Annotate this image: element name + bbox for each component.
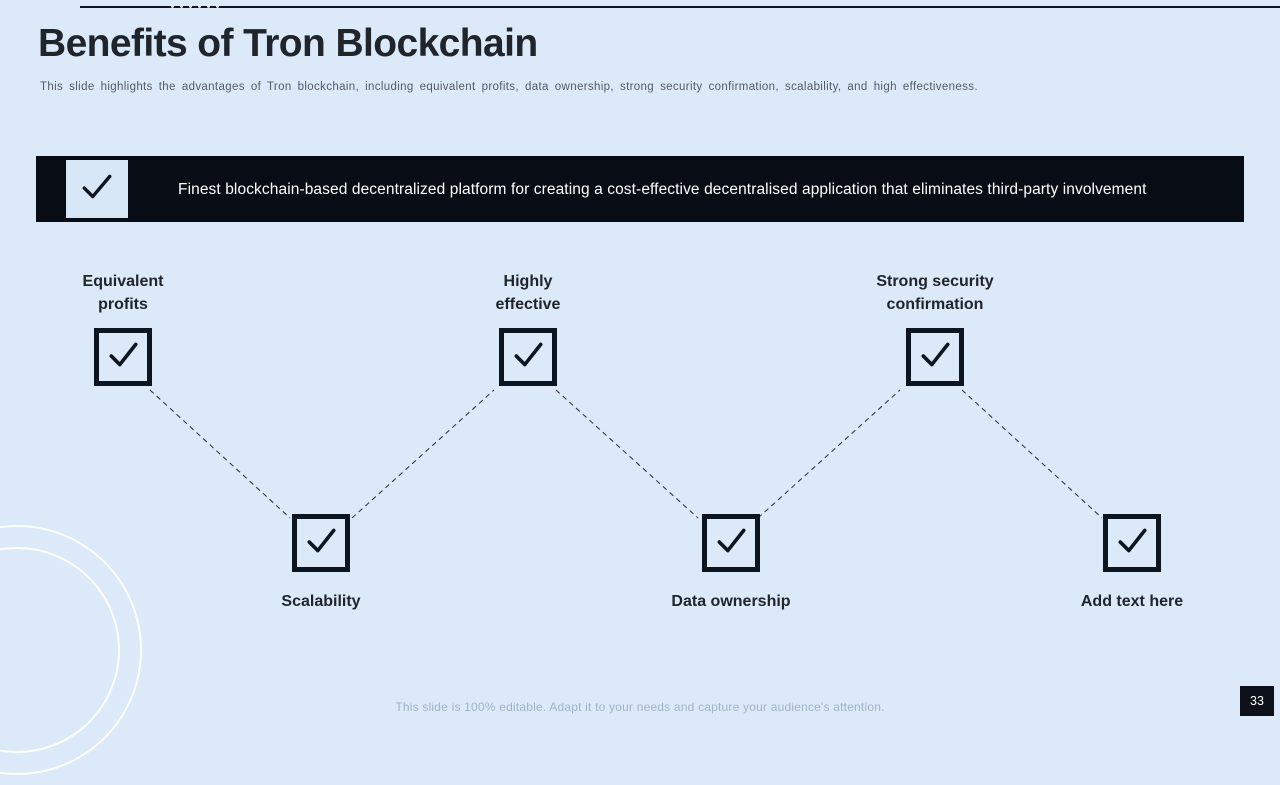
node-label: Strong security confirmation <box>876 273 994 313</box>
check-icon <box>918 338 952 377</box>
highlight-banner: Finest blockchain-based decentralized pl… <box>36 156 1244 222</box>
page-subtitle: This slide highlights the advantages of … <box>40 81 978 93</box>
check-box <box>1103 514 1161 572</box>
node-add-text-here[interactable]: Add text here <box>1042 514 1222 613</box>
check-icon <box>1115 524 1149 563</box>
check-icon <box>511 338 545 377</box>
check-box <box>292 514 350 572</box>
node-data-ownership[interactable]: Data ownership <box>631 514 831 613</box>
node-label: Scalability <box>281 593 361 610</box>
top-divider-line <box>80 6 1280 8</box>
check-box <box>499 328 557 386</box>
check-icon <box>304 524 338 563</box>
page-number-badge: 33 <box>1240 686 1274 716</box>
footer-note: This slide is 100% editable. Adapt it to… <box>395 700 885 714</box>
node-equivalent-profits[interactable]: Equivalent profits <box>28 270 218 386</box>
check-box <box>94 328 152 386</box>
node-label: Data ownership <box>671 593 791 610</box>
node-strong-security-confirmation[interactable]: Strong security confirmation <box>840 270 1030 386</box>
check-icon <box>714 524 748 563</box>
check-icon <box>106 338 140 377</box>
decorative-ring-inner <box>0 547 120 753</box>
node-label: Add text here <box>1080 593 1184 610</box>
corner-lines-decoration <box>0 610 300 642</box>
check-box <box>702 514 760 572</box>
corner-circles-decoration <box>0 525 152 785</box>
check-icon <box>80 170 114 209</box>
node-highly-effective[interactable]: Highly effective <box>438 270 618 386</box>
banner-check-box <box>66 160 128 218</box>
node-scalability[interactable]: Scalability <box>231 514 411 613</box>
node-label: Highly effective <box>495 273 561 313</box>
page-title: Benefits of Tron Blockchain <box>38 22 538 65</box>
banner-text: Finest blockchain-based decentralized pl… <box>178 180 1147 198</box>
check-box <box>906 328 964 386</box>
decorative-ring-outer <box>0 525 142 775</box>
node-label: Equivalent profits <box>82 273 164 313</box>
top-dots-decoration <box>168 2 222 11</box>
